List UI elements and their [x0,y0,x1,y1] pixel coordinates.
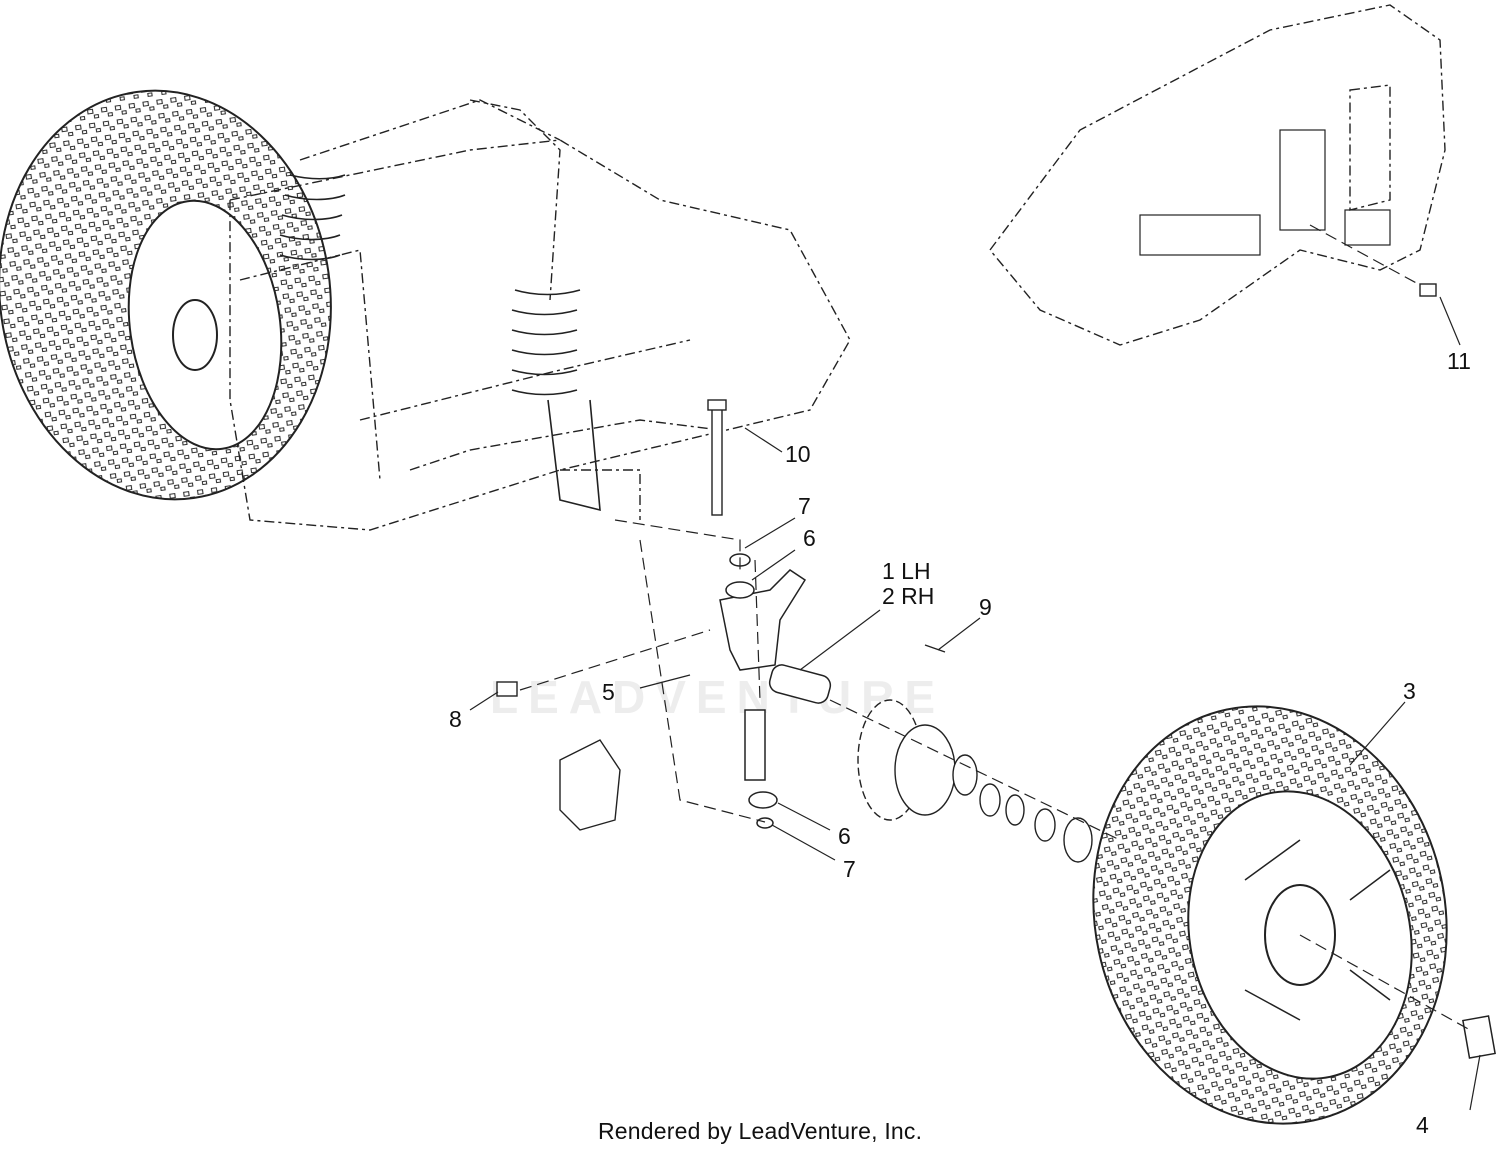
leader-lines [469,296,1481,1111]
callout-11: 11 [1447,348,1471,374]
brake-caliper [559,739,621,831]
lug-nut [1462,1015,1496,1059]
decal-panels [1139,129,1391,256]
callout-7-upper: 7 [798,493,811,519]
left-tire [0,89,332,501]
right-tire [1092,705,1448,1125]
callout-4: 4 [1416,1112,1429,1138]
callout-6-upper: 6 [803,525,816,551]
watermark: LEADVENTURE [490,671,946,723]
callout-8: 8 [449,706,462,732]
callout-7-lower: 7 [843,856,856,882]
callout-10: 10 [785,441,811,467]
callout-5: 5 [602,679,615,705]
callout-2-rh: 2 RH [882,583,935,609]
callout-1-lh: 1 LH [882,558,931,584]
spindle [719,553,832,829]
assembly-lines [519,224,1471,1031]
callout-9: 9 [979,594,992,620]
footer-credit: Rendered by LeadVenture, Inc. [598,1118,923,1144]
callout-6-lower: 6 [838,823,851,849]
callout-3: 3 [1403,678,1416,704]
right-shock-spring [511,289,601,512]
chassis-frame [229,99,851,531]
bolts [496,283,1437,697]
left-shock-spring [279,174,346,261]
hood-assembly [989,4,1446,346]
wheel-hub [857,699,1093,863]
